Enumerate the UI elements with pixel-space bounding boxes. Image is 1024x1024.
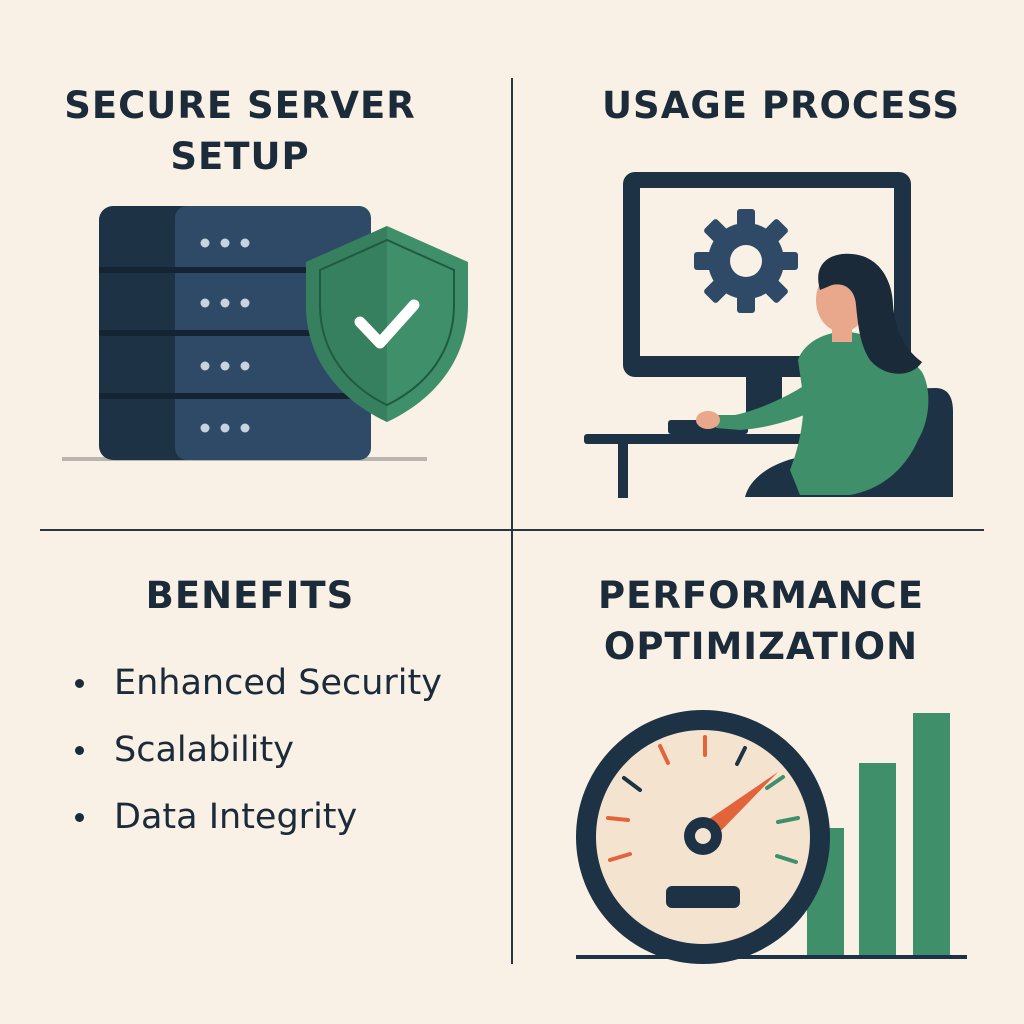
title-line: OPTIMIZATION [603,625,919,668]
gauge-ticks [606,735,800,864]
bar [859,763,896,956]
bar [913,713,950,956]
title-line: SECURE SERVER [64,84,416,127]
bullet-icon [75,813,84,822]
panel-title-secure-server: SECURE SERVER SETUP [40,80,440,182]
title-line: PERFORMANCE [598,574,924,617]
list-item-label: Enhanced Security [114,663,442,703]
panel-title-usage-process: USAGE PROCESS [581,80,981,131]
list-item: Scalability [72,717,442,784]
shield-check-icon [306,226,468,422]
list-item: Data Integrity [72,784,442,851]
list-item: Enhanced Security [72,650,442,717]
hand [696,411,720,429]
bullet-icon [75,679,84,688]
title-line: SETUP [170,135,310,178]
server-slot-divider [99,267,371,273]
bar-chart-icon [807,713,950,956]
panel-title-benefits: BENEFITS [50,570,450,621]
checkmark-icon [354,299,420,349]
server-slot-divider [99,330,371,336]
list-item-label: Scalability [114,730,294,770]
server-leds [200,238,250,433]
server-slot-divider [99,393,371,399]
panel-title-performance: PERFORMANCE OPTIMIZATION [561,570,961,672]
speedometer-icon [576,710,830,964]
person-icon [696,253,953,497]
vertical-divider [511,78,513,964]
bullet-icon [75,746,84,755]
title-line: USAGE PROCESS [602,84,960,127]
hair [818,253,922,374]
server-rack-icon [62,206,427,461]
list-item-label: Data Integrity [114,797,358,837]
title-line: BENEFITS [145,574,355,617]
gear-icon [694,209,798,313]
gauge-display [666,886,740,908]
horizontal-divider [40,529,984,531]
benefits-list: Enhanced Security Scalability Data Integ… [72,650,442,851]
arm [716,385,820,430]
